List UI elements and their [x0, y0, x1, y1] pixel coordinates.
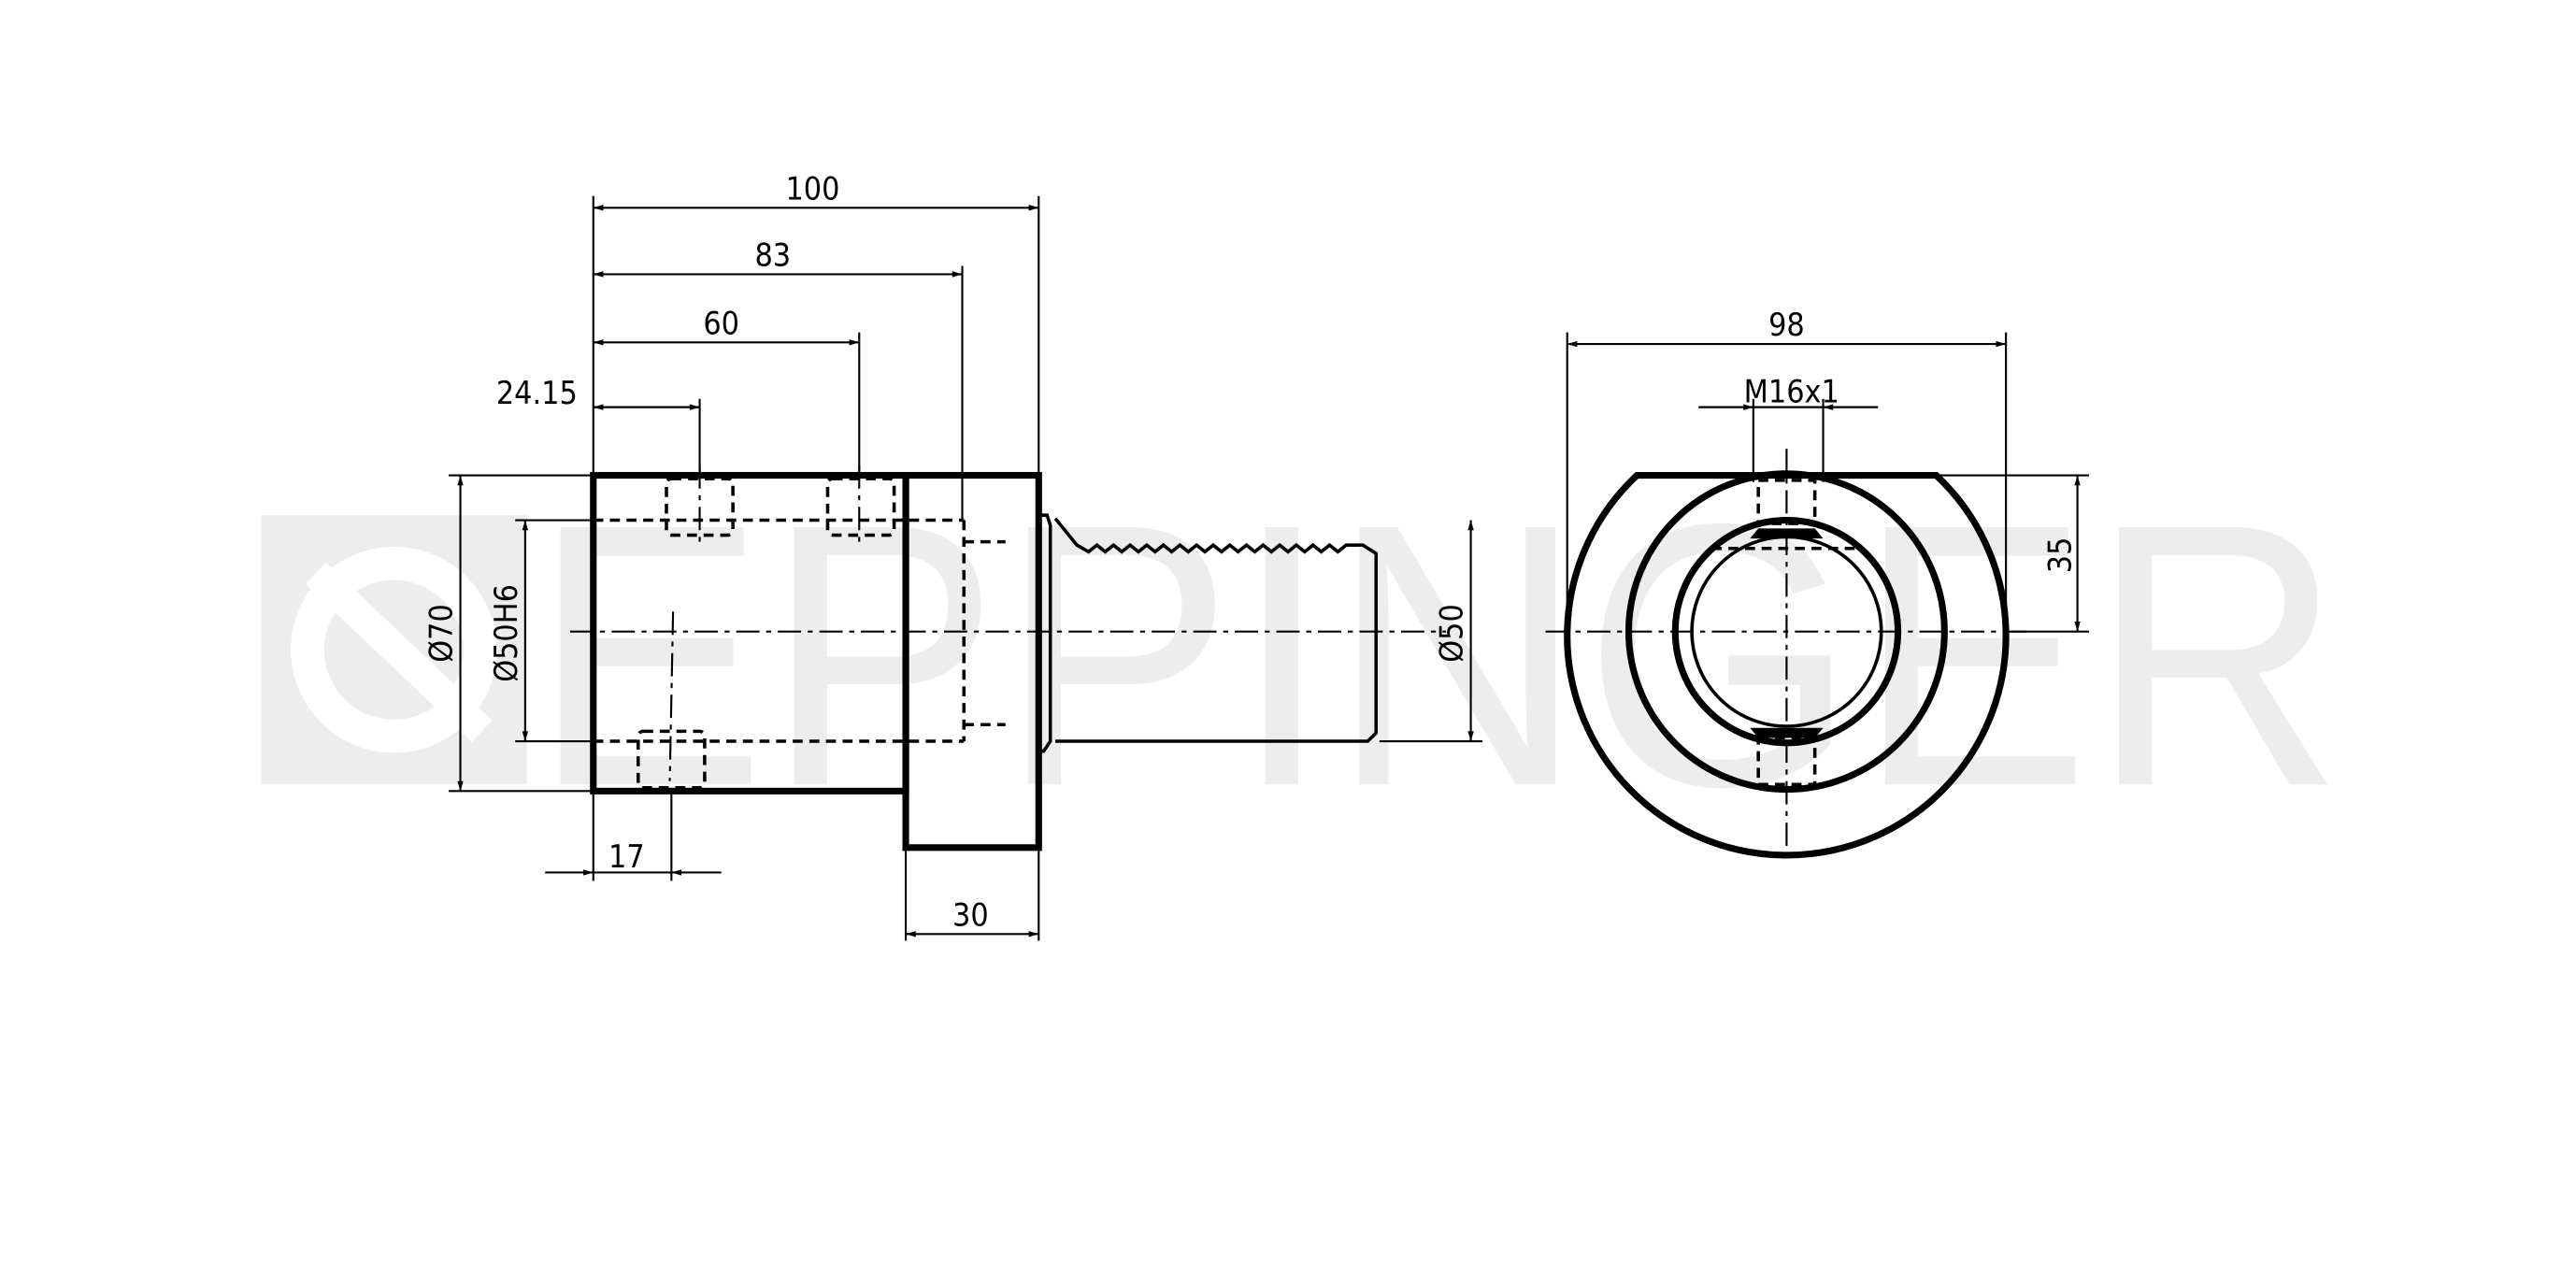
dim-length-60: 60	[703, 305, 739, 341]
set-screw	[665, 465, 735, 549]
bore-chamfer	[1671, 516, 1902, 747]
watermark-logo: EPPINGER	[261, 446, 2343, 864]
dim-length-83: 83	[754, 236, 791, 273]
body-circle	[1624, 470, 1948, 794]
dim-diameter-outer: Ø70	[423, 604, 460, 663]
set-screw	[636, 729, 707, 790]
dim-overall-length: 100	[785, 170, 839, 207]
front-view: 98 M16x1 35	[1545, 307, 2090, 862]
set-screw	[825, 465, 896, 549]
serrated-shank	[1053, 517, 1379, 743]
dim-offset-24-15: 24.15	[496, 375, 578, 411]
dim-width: 98	[1768, 307, 1805, 343]
side-view: 100 83 60 24.15 Ø70 Ø50H6 Ø50 17 30	[423, 170, 1483, 941]
dim-diameter-bore: Ø50H6	[488, 584, 524, 682]
dim-flange-width: 30	[952, 896, 989, 933]
collar	[1038, 513, 1052, 753]
dim-height-35: 35	[2041, 537, 2078, 574]
flange	[902, 471, 1042, 852]
dim-offset-17: 17	[608, 838, 645, 875]
dim-thread: M16x1	[1744, 373, 1839, 409]
dim-diameter-shank: Ø50	[1434, 604, 1470, 663]
